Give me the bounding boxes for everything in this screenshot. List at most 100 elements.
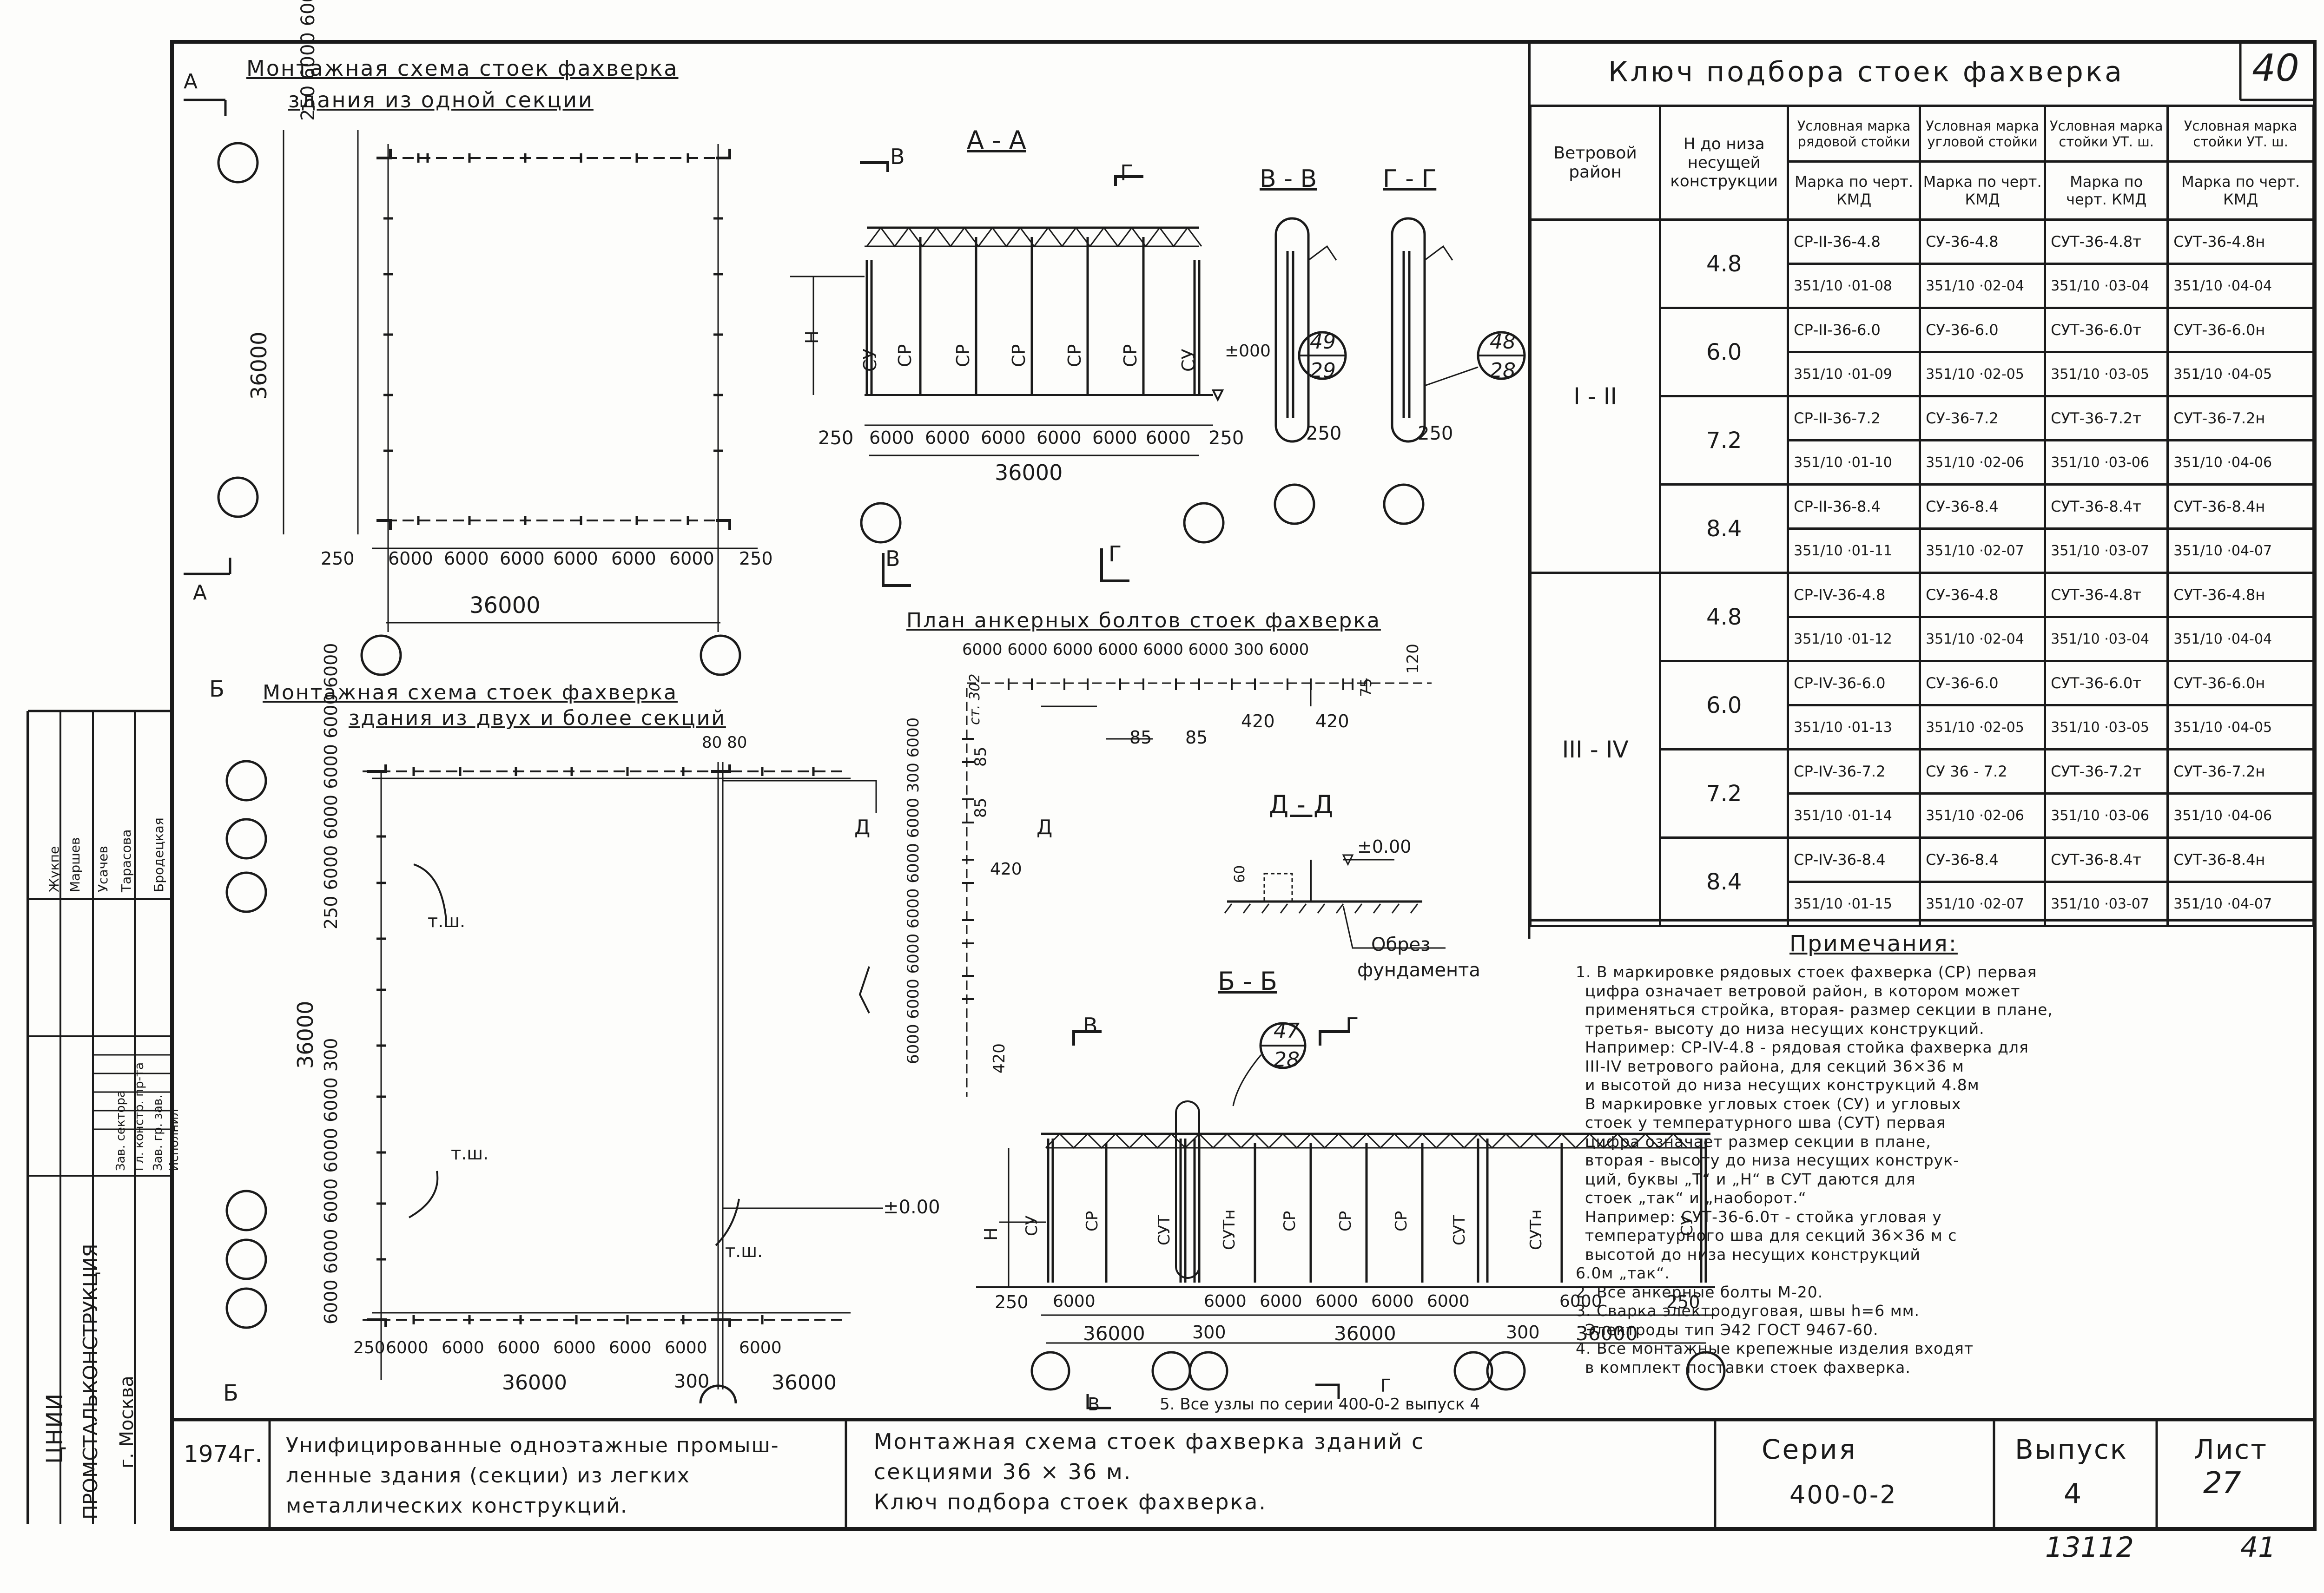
plan-multi-ts-3: т.ш.: [725, 1241, 763, 1261]
key-mark-cell: СУТ-36-8.4н: [2166, 836, 2315, 883]
note-line: 6.0м „так“.: [1576, 1264, 1670, 1282]
section-aa-cut-marks: [882, 548, 1129, 587]
plan-single-bottom-dim-6: 6000: [669, 548, 714, 569]
title-desc-l3: Ключ подбора стоек фахверка.: [874, 1489, 1268, 1514]
section-bb-col-1: СР: [1083, 1211, 1102, 1231]
key-kmd-cell: 351/10 ·01-15: [1787, 881, 1921, 927]
note-line: III-IV ветрового района, для секций 36×3…: [1585, 1057, 1964, 1075]
section-aa-bottom-v: В: [885, 546, 900, 571]
plan-multi-bottom-dim-3: 6000: [497, 1338, 540, 1357]
sheet-number: 40: [2252, 46, 2299, 90]
section-dd-title: Д - Д: [1269, 790, 1334, 819]
plan-single-bottom-dim-2: 6000: [444, 548, 489, 569]
key-kmd-cell: 351/10 ·04-06: [2166, 439, 2315, 486]
note-line: 2. Все анкерные болты М-20.: [1576, 1283, 1823, 1301]
section-gg-ref-top: 48: [1490, 330, 1516, 354]
section-bb-dim-top-7: 6000: [1559, 1292, 1602, 1311]
key-mark-cell: СУТ-36-4.8т: [2044, 572, 2169, 618]
key-kmd-cell: 351/10 ·04-07: [2166, 881, 2315, 927]
note-line: 3. Сварка электродуговая, швы h=6 мм.: [1576, 1302, 1920, 1320]
plan-single-bottom-dim-5: 6000: [611, 548, 656, 569]
key-table: Ветровой район Н до низа несущей констру…: [1529, 105, 2315, 927]
plan-single-bottom-dim-3: 6000: [500, 548, 545, 569]
key-mark-cell: СУТ-36-8.4т: [2044, 836, 2169, 883]
bottom-page-number: 41: [2240, 1531, 2276, 1564]
key-header-kmd-3: Марка по черт. КМД: [2166, 160, 2315, 221]
section-aa-col-3: СР: [1009, 344, 1029, 367]
notes-title: Примечания:: [1789, 931, 1958, 957]
key-kmd-cell: 351/10 ·04-05: [2166, 351, 2315, 397]
section-bb-bottom-v: В: [1088, 1394, 1100, 1415]
plan-single-title-1: Монтажная схема стоек фахверка: [246, 56, 679, 81]
title-desc-l2: секциями 36 × 36 м.: [874, 1459, 1132, 1484]
key-table-title: Ключ подбора стоек фахверка: [1608, 56, 2124, 88]
title-sheet-value: 27: [2203, 1466, 2241, 1501]
section-aa-dim-0: 250: [818, 428, 854, 449]
section-aa-dim-3: 6000: [981, 428, 1026, 448]
plan-multi-cut-top: Б: [209, 676, 224, 702]
section-bb-h: Н: [981, 1227, 1001, 1241]
section-gg-dim: 250: [1418, 423, 1453, 444]
section-vv-ref-top: 49: [1310, 330, 1336, 354]
section-bb-col-5: СР: [1336, 1211, 1355, 1231]
plan-multi-bottom-dim-6: 6000: [665, 1338, 707, 1357]
key-height-cell: 8.4: [1659, 483, 1789, 574]
plan-multi-cut-d-left: Д: [854, 816, 871, 839]
plan-multi-title-1: Монтажная схема стоек фахверка: [263, 681, 678, 704]
margin-role-0: Зав. сектора: [114, 1090, 128, 1171]
plan-single-cut-top: А: [184, 70, 198, 93]
plan-multi-bottom-dim-5: 6000: [609, 1338, 652, 1357]
section-vv-gg-drawing: [1274, 217, 1526, 525]
note-line: температурного шва для секций 36×36 м с: [1585, 1226, 1957, 1244]
key-region-cell: I - II: [1529, 218, 1662, 574]
key-header-wind: Ветровой район: [1529, 105, 1662, 221]
key-mark-cell: СУ-36-6.0: [1919, 660, 2047, 706]
note-line: третья- высоту до низа несущих конструкц…: [1585, 1019, 1985, 1038]
title-project-l3: металлических конструкций.: [286, 1494, 628, 1518]
section-aa-bottom-g: Г: [1109, 541, 1122, 566]
key-mark-cell: СР-IV-36-8.4: [1787, 836, 1921, 883]
note-line: 4. Все монтажные крепежные изделия входя…: [1576, 1339, 1974, 1357]
key-kmd-cell: 351/10 ·02-06: [1919, 439, 2047, 486]
key-mark-cell: СР-IV-36-4.8: [1787, 572, 1921, 618]
key-mark-cell: СУ-36-6.0: [1919, 307, 2047, 353]
key-height-cell: 6.0: [1659, 307, 1789, 397]
key-mark-cell: СУТ-36-6.0н: [2166, 307, 2315, 353]
key-kmd-cell: 351/10 ·04-05: [2166, 704, 2315, 750]
title-project-l1: Унифицированные одноэтажные промыш-: [286, 1434, 779, 1457]
title-series-label: Серия: [1762, 1434, 1857, 1465]
anchor-plan-85-v2: 85: [971, 746, 990, 767]
title-issue-value: 4: [2064, 1478, 2082, 1510]
key-mark-cell: СУТ-36-7.2н: [2166, 395, 2315, 441]
key-kmd-cell: 351/10 ·03-07: [2044, 527, 2169, 574]
section-bb-note-5: 5. Все узлы по серии 400-0-2 выпуск 4: [1160, 1395, 1480, 1414]
key-mark-cell: СУТ-36-7.2т: [2044, 748, 2169, 795]
plan-multi-bottom-dim-7: 6000: [739, 1338, 782, 1357]
plan-multi-bottom-dim-0: 250: [353, 1338, 385, 1357]
section-aa-col-6: СУ: [1178, 349, 1199, 372]
key-mark-cell: СР-II-36-4.8: [1787, 218, 1921, 265]
key-kmd-cell: 351/10 ·04-06: [2166, 792, 2315, 839]
key-mark-cell: СУТ-36-4.8н: [2166, 218, 2315, 265]
section-bb-col-2: СУТ: [1155, 1215, 1174, 1245]
plan-multi-ts-2: т.ш.: [451, 1143, 489, 1164]
key-height-cell: 6.0: [1659, 660, 1789, 750]
plan-multi-bottom-300: 300: [674, 1371, 710, 1392]
section-bb-dim-mid-3: 300: [1506, 1322, 1540, 1343]
margin-role-3: Исполнил: [167, 1109, 181, 1171]
margin-role-1: Гл. констр. пр-та: [132, 1062, 146, 1171]
title-sheet-label: Лист: [2194, 1434, 2268, 1465]
margin-name-4: Бродецкая: [151, 817, 166, 892]
section-bb-col-8: СУТн: [1527, 1209, 1545, 1250]
section-aa-dim-6: 6000: [1146, 428, 1191, 448]
section-bb-dim-top-3: 6000: [1260, 1292, 1302, 1311]
note-line: в комплект поставки стоек фахверка.: [1585, 1358, 1911, 1376]
key-mark-cell: СУТ-36-8.4н: [2166, 483, 2315, 530]
